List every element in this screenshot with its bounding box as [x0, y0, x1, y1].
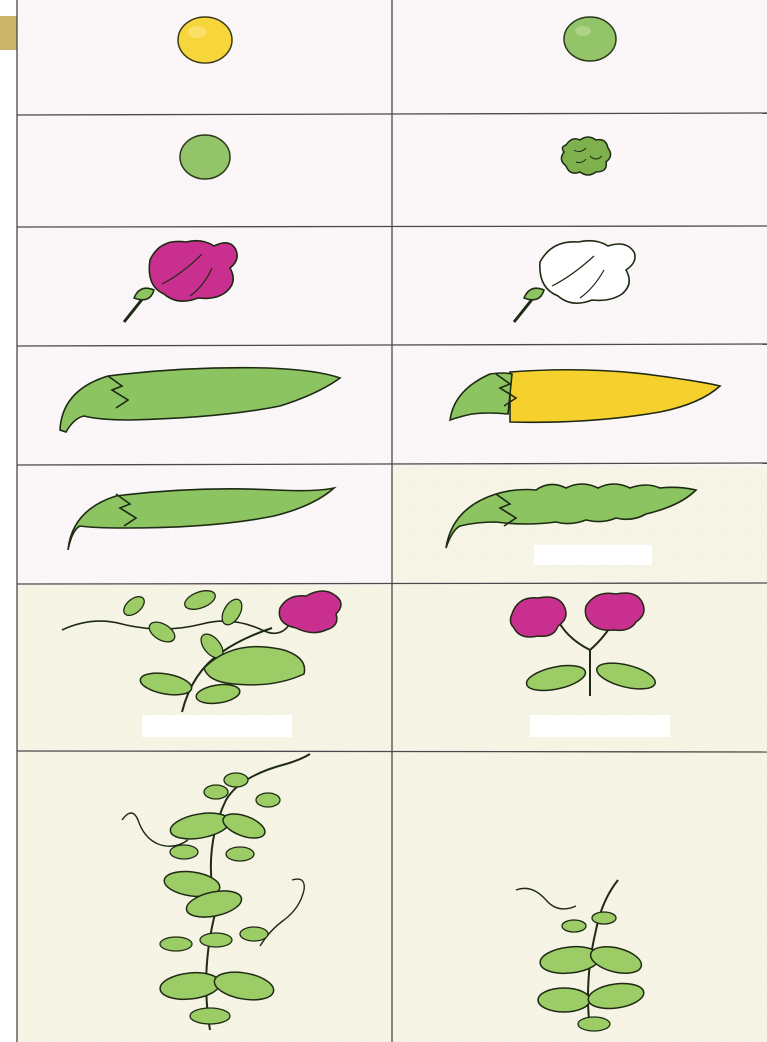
yellow-seed [178, 17, 232, 63]
label-patch [534, 545, 652, 565]
label-patch [142, 715, 292, 737]
label-patch [530, 715, 670, 737]
wrinkled-seed [561, 137, 610, 175]
green-seed [564, 17, 616, 61]
round-seed [180, 135, 230, 179]
